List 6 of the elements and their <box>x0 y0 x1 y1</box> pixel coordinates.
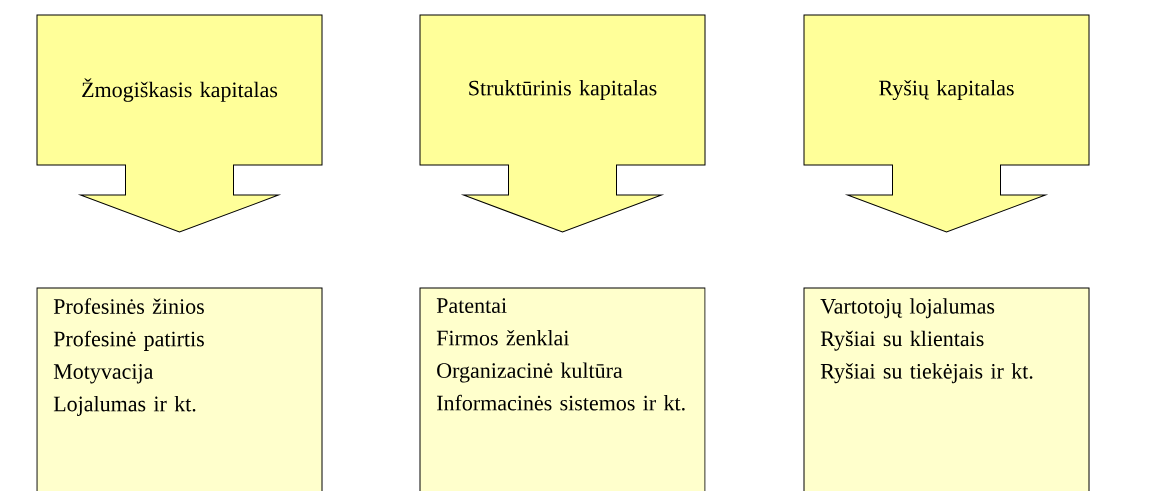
arrow-callout: Ryšių kapitalas <box>803 14 1090 233</box>
text-box: Vartotojų lojalumas Ryšiai su klientais Ryšiai su tiekėjais ir kt. <box>803 287 1090 491</box>
text-box: Profesinės žinios Profesinė patirtis Motyvacija Lojalumas ir kt. <box>36 287 323 491</box>
text-box: Patentai Firmos ženklai Organizacinė kultūra Informacinės sistemos ir kt. <box>419 287 706 491</box>
arrow-callout: Žmogiškasis kapitalas <box>36 14 323 233</box>
arrow-callout: Struktūrinis kapitalas <box>419 14 706 233</box>
